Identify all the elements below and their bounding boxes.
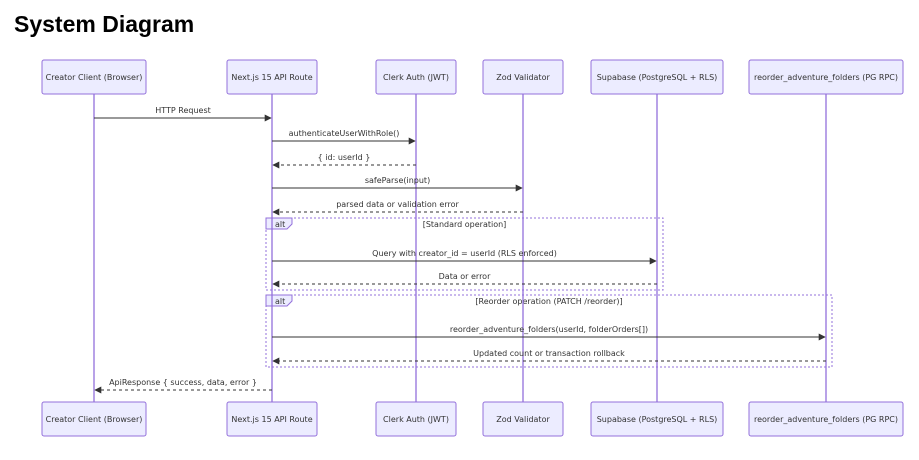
participant-box <box>482 59 564 95</box>
participant-label: Zod Validator <box>496 73 550 82</box>
message-8: reorder_adventure_folders(userId, folder… <box>272 325 826 341</box>
participant-label: Creator Client (Browser) <box>46 73 143 82</box>
participant-rpc-bottom: reorder_adventure_folders (PG RPC) <box>748 401 904 437</box>
message-label: HTTP Request <box>155 106 211 115</box>
alt-condition: [Reorder operation (PATCH /reorder)] <box>475 297 622 306</box>
message-7: Data or error <box>272 272 657 288</box>
message-label: Updated count or transaction rollback <box>473 349 625 358</box>
participant-box <box>226 401 318 437</box>
participant-client-bottom: Creator Client (Browser) <box>41 401 147 437</box>
participant-label: Next.js 15 API Route <box>231 415 312 424</box>
alt-frame <box>265 294 833 368</box>
message-3: { id: userId } <box>272 153 416 169</box>
participant-box <box>748 401 904 437</box>
alt-label: alt <box>275 297 285 306</box>
message-9: Updated count or transaction rollback <box>272 349 826 365</box>
message-label: { id: userId } <box>318 153 371 162</box>
participant-box <box>590 59 724 95</box>
participant-box <box>748 59 904 95</box>
message-1: HTTP Request <box>94 106 272 122</box>
participant-label: Supabase (PostgreSQL + RLS) <box>597 415 718 424</box>
alt-label: alt <box>275 220 285 229</box>
participant-label: Zod Validator <box>496 415 550 424</box>
participant-supabase-bottom: Supabase (PostgreSQL + RLS) <box>590 401 724 437</box>
participant-label: Next.js 15 API Route <box>231 73 312 82</box>
message-6: Query with creator_id = userId (RLS enfo… <box>272 249 657 265</box>
participant-client-top: Creator Client (Browser) <box>41 59 147 95</box>
alt-frame <box>265 217 664 291</box>
message-label: ApiResponse { success, data, error } <box>109 378 257 387</box>
alt-condition: [Standard operation] <box>423 220 507 229</box>
message-2: authenticateUserWithRole() <box>272 129 416 145</box>
participant-box <box>41 59 147 95</box>
participant-label: Supabase (PostgreSQL + RLS) <box>597 73 718 82</box>
participant-route-top: Next.js 15 API Route <box>226 59 318 95</box>
participant-rpc-top: reorder_adventure_folders (PG RPC) <box>748 59 904 95</box>
participant-route-bottom: Next.js 15 API Route <box>226 401 318 437</box>
participant-clerk-top: Clerk Auth (JWT) <box>375 59 457 95</box>
message-label: reorder_adventure_folders(userId, folder… <box>450 325 648 334</box>
message-label: parsed data or validation error <box>336 200 459 209</box>
message-4: safeParse(input) <box>272 176 523 192</box>
participant-box <box>41 401 147 437</box>
message-10: ApiResponse { success, data, error } <box>94 378 272 394</box>
participant-label: reorder_adventure_folders (PG RPC) <box>754 415 898 424</box>
participant-box <box>375 401 457 437</box>
message-label: Query with creator_id = userId (RLS enfo… <box>372 249 557 258</box>
participant-supabase-top: Supabase (PostgreSQL + RLS) <box>590 59 724 95</box>
participant-box <box>226 59 318 95</box>
participant-box <box>590 401 724 437</box>
participant-label: Creator Client (Browser) <box>46 415 143 424</box>
participant-label: reorder_adventure_folders (PG RPC) <box>754 73 898 82</box>
participant-box <box>375 59 457 95</box>
participant-clerk-bottom: Clerk Auth (JWT) <box>375 401 457 437</box>
page-title: System Diagram <box>14 11 195 37</box>
message-label: Data or error <box>439 272 491 281</box>
participant-zod-bottom: Zod Validator <box>482 401 564 437</box>
message-label: safeParse(input) <box>365 176 430 185</box>
participant-box <box>482 401 564 437</box>
participant-label: Clerk Auth (JWT) <box>383 415 449 424</box>
participant-label: Clerk Auth (JWT) <box>383 73 449 82</box>
message-5: parsed data or validation error <box>272 200 523 216</box>
message-label: authenticateUserWithRole() <box>289 129 400 138</box>
participant-zod-top: Zod Validator <box>482 59 564 95</box>
